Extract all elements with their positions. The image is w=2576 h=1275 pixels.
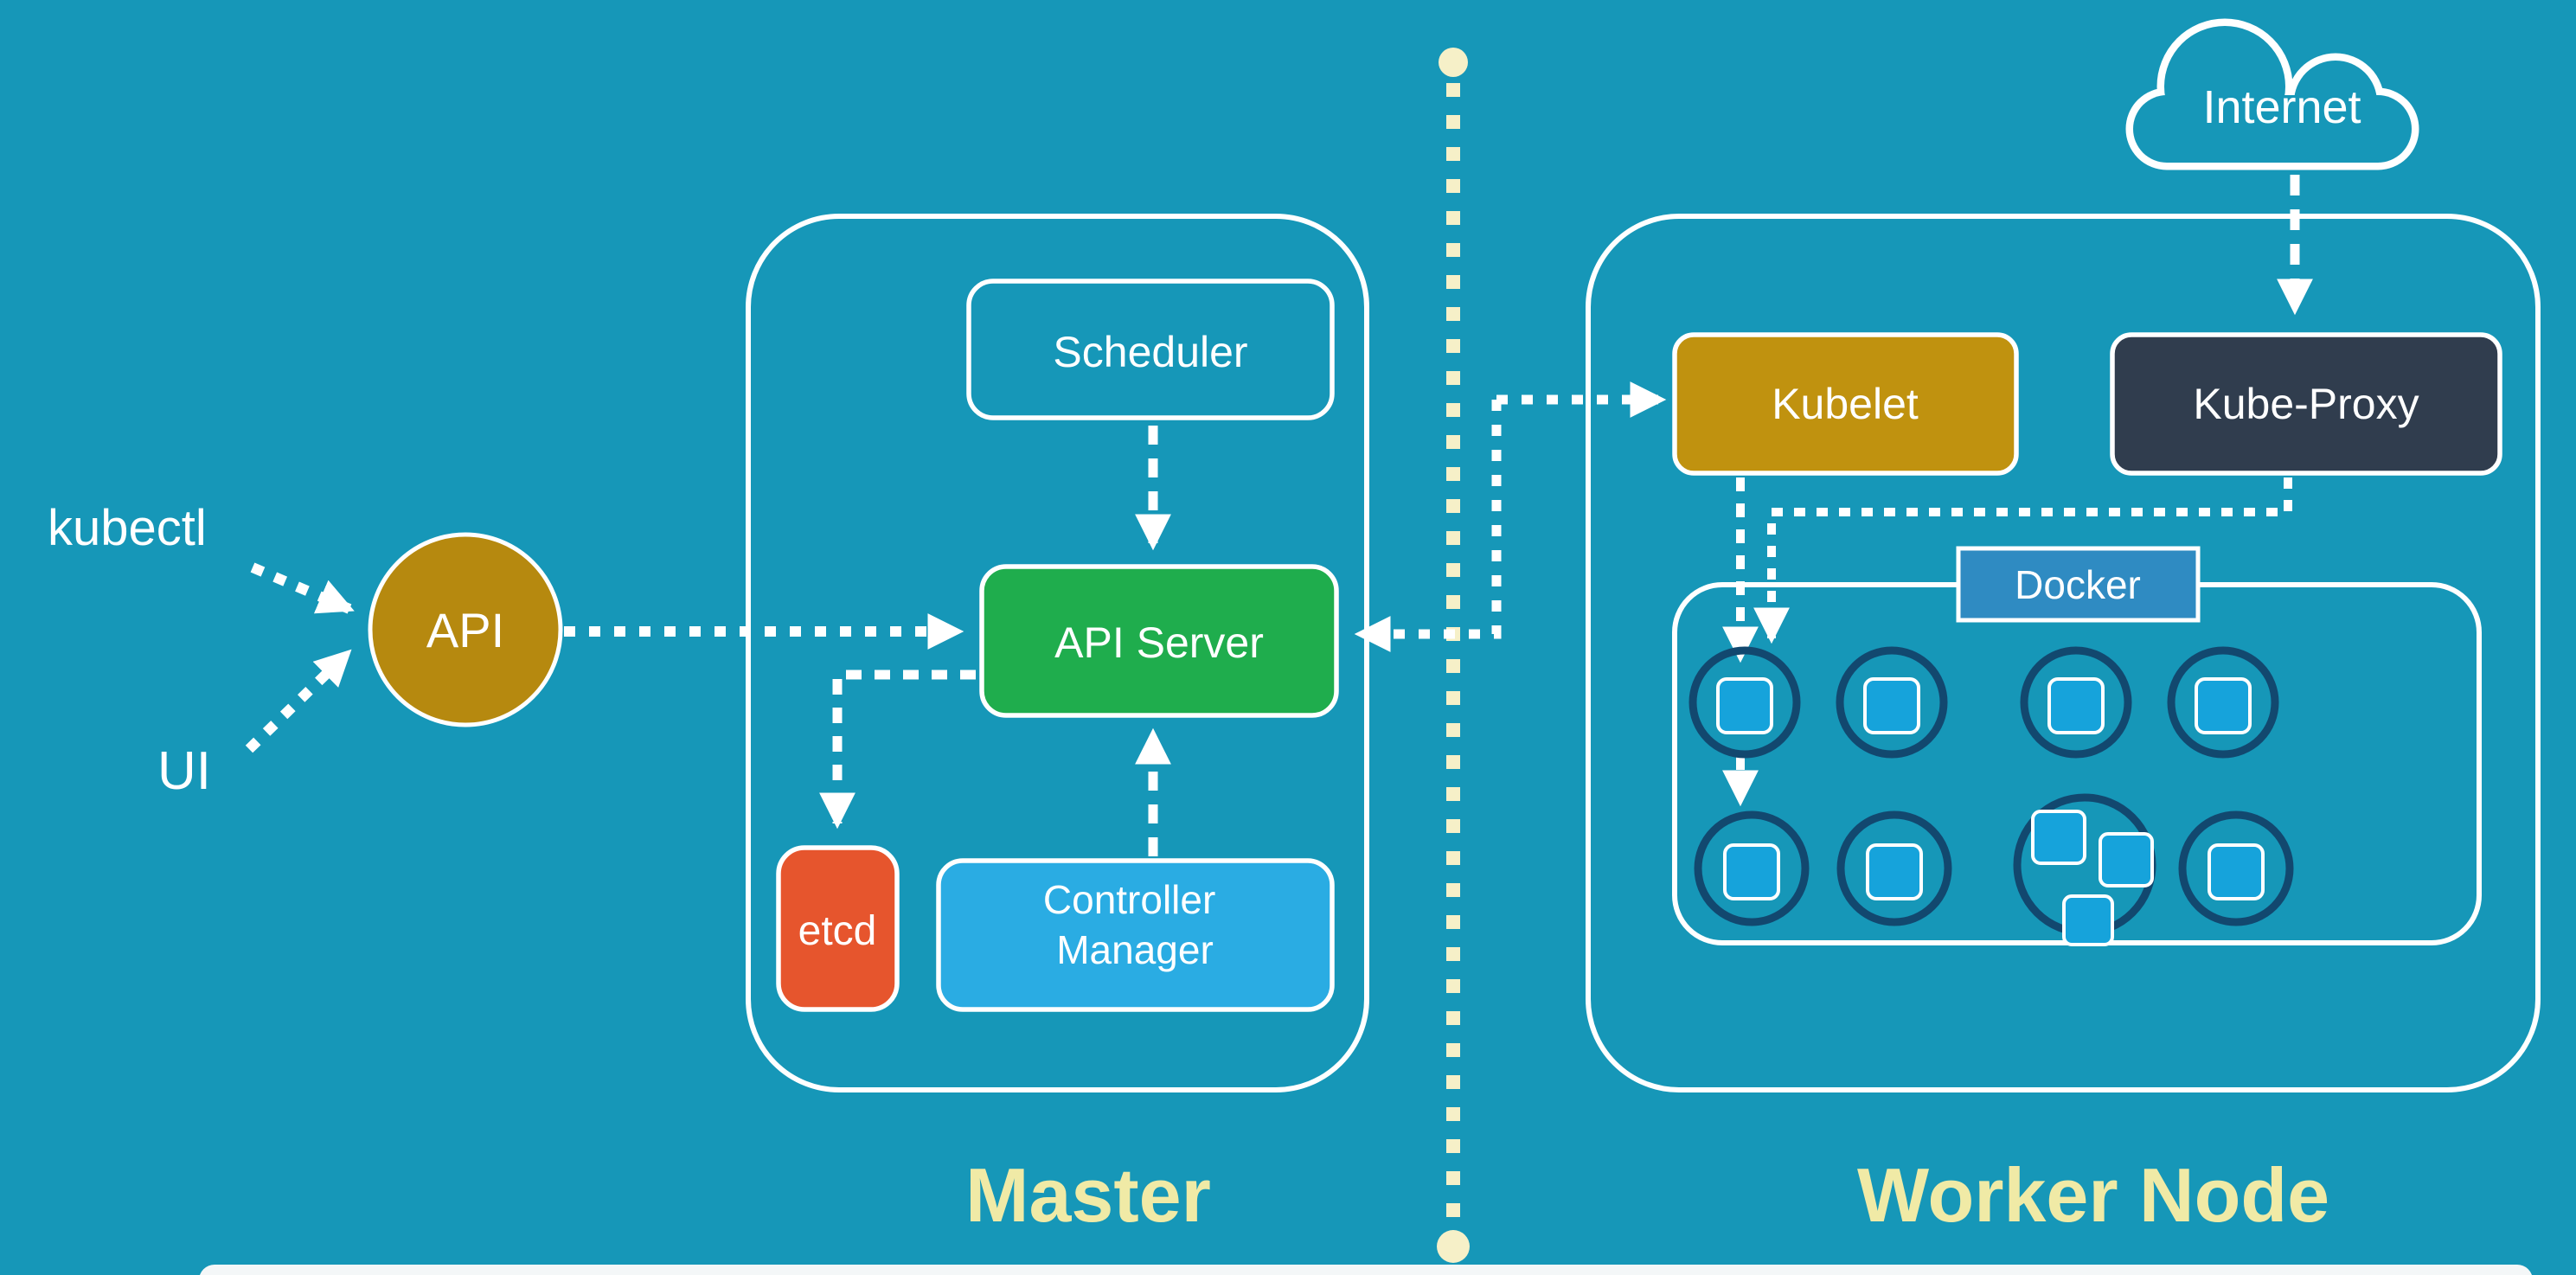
- bottom-edge-bar: [200, 1265, 2532, 1275]
- kube-proxy-box: [2110, 332, 2502, 476]
- scheduler-box: [966, 279, 1335, 420]
- internet-label: Internet: [2202, 81, 2361, 133]
- container-icon: [2208, 843, 2265, 900]
- container-icon: [1723, 843, 1780, 900]
- controller-manager-line1: Controller: [1043, 877, 1215, 922]
- pods-row-1: [1688, 646, 2279, 759]
- clients-group: kubectl UI API: [48, 500, 964, 801]
- pod: [1694, 810, 1810, 926]
- pod: [2178, 810, 2294, 926]
- api-server-label: API Server: [1054, 618, 1264, 667]
- controller-manager-box: [936, 858, 1335, 1012]
- pod: [1836, 810, 1952, 926]
- etcd-box: [776, 845, 900, 1012]
- worker-node-container: [1586, 214, 2541, 1092]
- master-container: [746, 214, 1369, 1092]
- container-icon: [2047, 677, 2105, 734]
- master-section-label: Master: [965, 1152, 1211, 1238]
- worker-node-section-label: Worker Node: [1857, 1152, 2329, 1238]
- docker-label: Docker: [2015, 562, 2141, 607]
- controller-manager-line2: Manager: [1056, 927, 1214, 972]
- container-icon: [2062, 894, 2114, 946]
- arrow-link-to-api-server: [1354, 400, 1502, 652]
- kube-proxy-label: Kube-Proxy: [2193, 380, 2419, 428]
- api-server-box: [979, 564, 1339, 718]
- container-icon: [1866, 843, 1923, 900]
- divider-top-dot: [1439, 48, 1468, 77]
- pod: [1688, 646, 1801, 759]
- api-node-label: API: [426, 603, 504, 657]
- etcd-label: etcd: [798, 908, 877, 954]
- arrow-kube-proxy-to-pod: [1753, 477, 2292, 644]
- arrow-kubectl-to-api: [250, 562, 355, 614]
- worker-section: Kubelet Kube-Proxy Docker: [1586, 214, 2541, 1238]
- pod: [2167, 646, 2279, 759]
- container-icon: [1716, 677, 1773, 734]
- arrow-api-server-to-etcd: [819, 670, 976, 830]
- kubelet-label: Kubelet: [1772, 380, 1919, 428]
- internet-cloud: Internet: [2125, 18, 2419, 316]
- master-section: Scheduler API Server etcd Controller Man…: [746, 214, 1369, 1238]
- master-worker-divider: [1437, 48, 1470, 1263]
- pod: [1836, 646, 1948, 759]
- ui-label: UI: [157, 741, 211, 801]
- pods-row-2: [1694, 793, 2294, 946]
- container-icon: [2195, 677, 2252, 734]
- pod: [2020, 646, 2132, 759]
- container-icon: [2099, 832, 2154, 887]
- kubelet-box: [1672, 332, 2019, 476]
- container-icon: [1863, 677, 1920, 734]
- divider-bottom-dot: [1437, 1230, 1470, 1263]
- scheduler-label: Scheduler: [1053, 328, 1247, 376]
- controller-manager-label: Controller Manager: [1043, 877, 1227, 972]
- cloud-fill-3: [2133, 95, 2412, 163]
- container-icon: [2031, 810, 2086, 865]
- api-server-kubelet-link: [1354, 381, 1667, 652]
- kubectl-label: kubectl: [48, 500, 207, 556]
- docker-label-box: [1956, 546, 2201, 623]
- api-node: [368, 532, 563, 727]
